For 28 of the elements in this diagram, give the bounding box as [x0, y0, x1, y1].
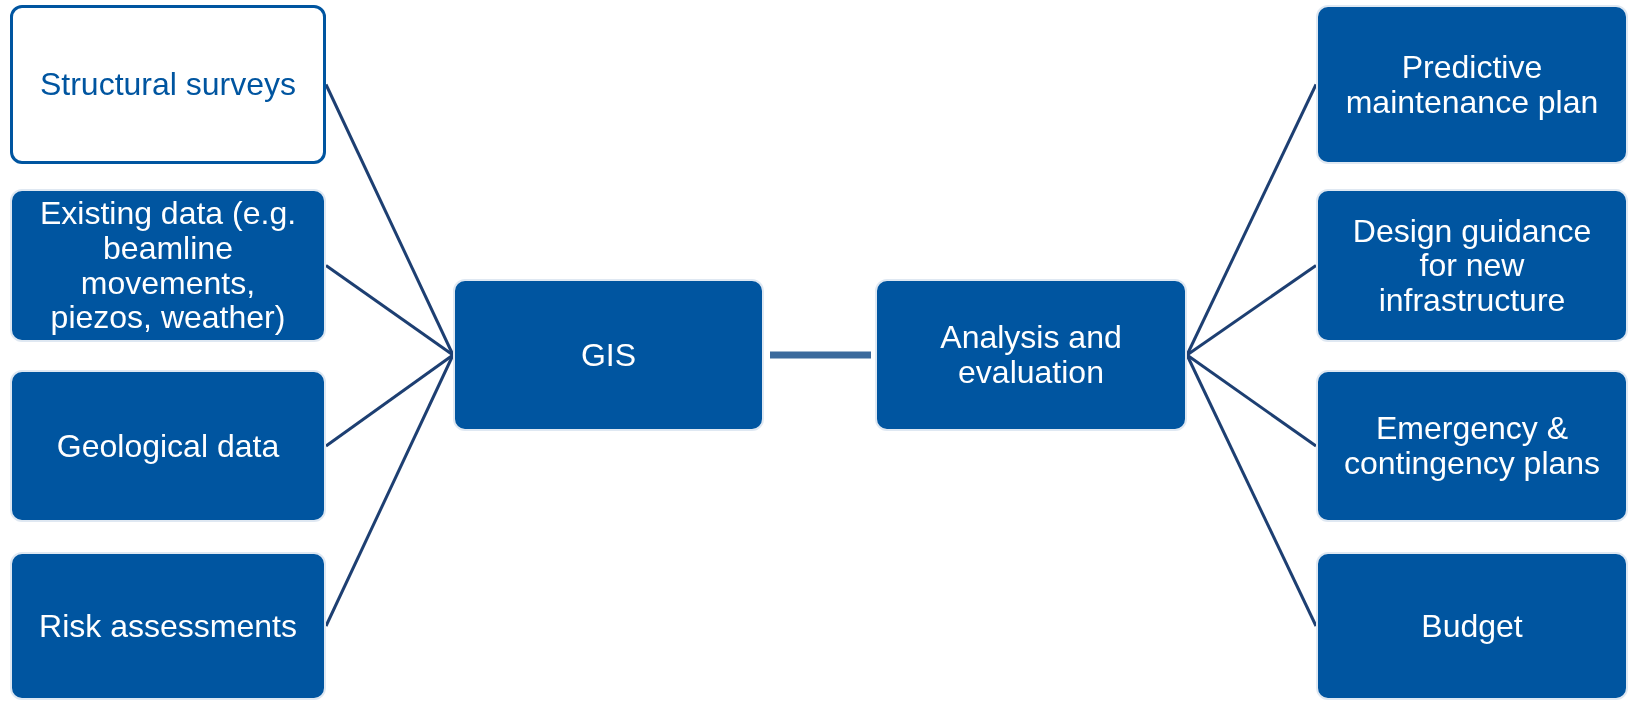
process-box: [10, 370, 326, 522]
connector-line: [324, 354, 455, 627]
box-label: Design guidance for new infrastructure: [1351, 213, 1593, 318]
box-label: Structural surveys: [39, 67, 297, 102]
connector-line: [1185, 83, 1318, 356]
process-box: [1316, 370, 1628, 522]
process-box: [10, 552, 326, 700]
process-box: [1316, 189, 1628, 342]
process-box: [875, 279, 1187, 431]
box-label: GIS: [580, 337, 637, 373]
connector-line: [325, 264, 454, 357]
process-box: [1316, 552, 1628, 700]
process-box: [10, 189, 326, 342]
box-label: Geological data: [56, 428, 280, 464]
connector-line: [325, 353, 454, 448]
box-label: Predictive maintenance plan: [1344, 49, 1600, 120]
connector-line: [324, 83, 455, 356]
box-label: Emergency & contingency plans: [1342, 411, 1602, 481]
box-label: Analysis and evaluation: [939, 320, 1123, 390]
connector-line: [1186, 353, 1317, 448]
process-box: [453, 279, 764, 431]
process-box: [10, 5, 326, 164]
box-label: Budget: [1421, 608, 1523, 644]
box-label: Existing data (e.g. beamline movements, piezos, weather): [38, 196, 298, 335]
connector-line: [1185, 354, 1318, 627]
box-label: Risk assessments: [39, 608, 297, 644]
process-box: [1316, 5, 1628, 164]
connector-line: [1186, 264, 1317, 357]
